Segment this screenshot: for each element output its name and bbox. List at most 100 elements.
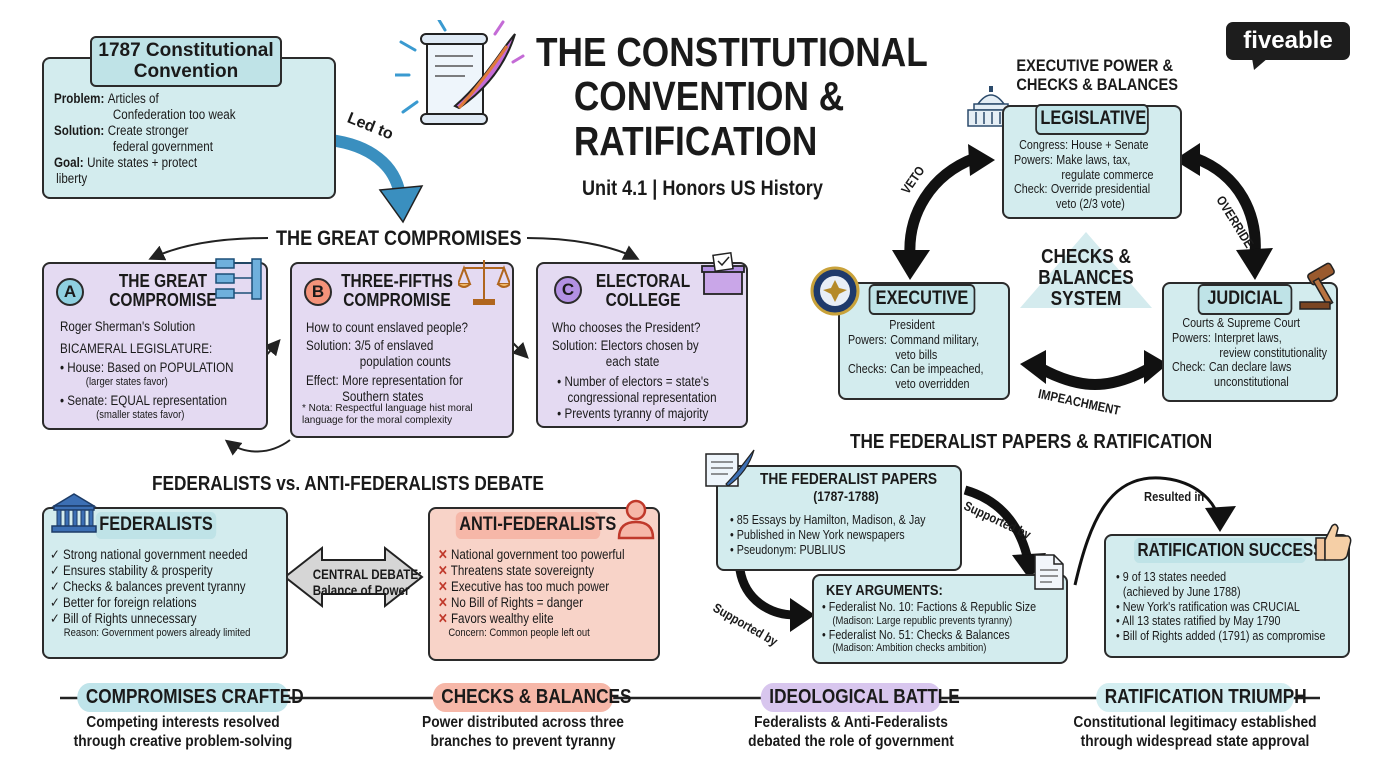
check-icon: ✓ bbox=[50, 547, 60, 562]
federalist-item-3: Checks & balances prevent tyranny bbox=[62, 578, 246, 594]
legislative-box: Congress: House + Senate Powers:Make law… bbox=[1002, 105, 1182, 219]
scroll-quill-icon bbox=[395, 20, 525, 125]
badge-b: B bbox=[304, 278, 332, 306]
badge-c: C bbox=[554, 276, 582, 304]
badge-a: A bbox=[56, 278, 84, 306]
anti-federalists-title: ANTI-FEDERALISTS bbox=[455, 512, 616, 539]
great-compromise-title-2: COMPROMISE bbox=[109, 290, 217, 311]
goal-label: Goal: bbox=[54, 154, 84, 170]
bicameral-label: BICAMERAL LEGISLATURE: bbox=[60, 340, 213, 356]
legislative-powers-2: regulate commerce bbox=[1061, 167, 1154, 182]
three-fifths-body: How to count enslaved people? Solution:3… bbox=[306, 320, 494, 405]
judicial-powers-1: Interpret laws, bbox=[1214, 330, 1282, 345]
executive-powers-1: Command military, bbox=[890, 332, 980, 347]
checks-heading-1: EXECUTIVE POWER & bbox=[1016, 56, 1174, 75]
papers-title-block: THE FEDERALIST PAPERS (1787-1788) bbox=[746, 471, 946, 504]
federalist-note: Reason: Government powers already limite… bbox=[63, 626, 251, 639]
fiveable-logo[interactable]: fiveable bbox=[1226, 22, 1350, 60]
judicial-line-1: Courts & Supreme Court bbox=[1182, 316, 1301, 330]
electoral-college-title-2: COLLEGE bbox=[605, 290, 681, 311]
x-icon: ✕ bbox=[438, 562, 448, 578]
house-note: (larger states favor) bbox=[85, 375, 168, 388]
three-fifths-solution-label: Solution: bbox=[306, 337, 352, 353]
goal-line-2: liberty bbox=[56, 170, 88, 186]
three-fifths-solution-1: 3/5 of enslaved bbox=[354, 337, 434, 353]
three-fifths-title-1: THREE-FIFTHS bbox=[341, 271, 453, 291]
timeline-desc-1-line-1: Competing interests resolved bbox=[86, 714, 280, 731]
timeline-desc-3: Federalists & Anti-Federalists debated t… bbox=[698, 714, 1004, 752]
ratification-item-4: • Bill of Rights added (1791) as comprom… bbox=[1116, 629, 1326, 643]
anti-federalists-list: ✕ National government too powerful ✕ Thr… bbox=[438, 547, 655, 640]
timeline-desc-2-line-1: Power distributed across three bbox=[422, 714, 624, 731]
solution-label: Solution: bbox=[54, 122, 105, 138]
check-icon: ✓ bbox=[50, 578, 60, 594]
x-icon: ✕ bbox=[438, 578, 448, 594]
executive-body: President Powers:Command military,veto b… bbox=[848, 318, 1006, 392]
legislative-powers-label: Powers: bbox=[1014, 152, 1053, 167]
executive-powers-2: veto bills bbox=[895, 347, 938, 362]
argument-1: • Federalist No. 10: Factions & Republic… bbox=[822, 600, 1037, 614]
three-fifths-question: How to count enslaved people? bbox=[306, 320, 469, 335]
sherman-solution: Roger Sherman's Solution bbox=[60, 319, 196, 334]
three-fifths-effect-label: Effect: bbox=[306, 372, 339, 388]
center-line-1: CHECKS & bbox=[1041, 246, 1131, 268]
timeline-desc-3-line-1: Federalists & Anti-Federalists bbox=[754, 714, 948, 731]
executive-check-2: veto overridden bbox=[895, 377, 970, 391]
three-fifths-effect-1: More representation for bbox=[342, 372, 463, 388]
org-chart-icon bbox=[215, 258, 262, 300]
electors-note: congressional representation bbox=[567, 389, 717, 405]
judicial-box: Courts & Supreme Court Powers:Interpret … bbox=[1162, 282, 1338, 402]
papers-quill-icon bbox=[705, 449, 755, 487]
anti-item-2: Threatens state sovereignty bbox=[450, 562, 595, 578]
executive-line-1: President bbox=[889, 318, 935, 332]
main-title: THE CONSTITUTIONAL CONVENTION & RATIFICA… bbox=[536, 30, 936, 163]
check-icon: ✓ bbox=[50, 562, 60, 578]
gavel-icon bbox=[1299, 262, 1335, 310]
checks-center-label: CHECKS & BALANCES SYSTEM bbox=[1030, 247, 1142, 310]
electoral-solution-label: Solution: bbox=[552, 337, 598, 353]
check-icon: ✓ bbox=[50, 594, 60, 610]
problem-label: Problem: bbox=[54, 91, 105, 106]
federalist-item-5: Bill of Rights unnecessary bbox=[62, 610, 197, 626]
central-debate-arrow bbox=[283, 545, 424, 609]
override-arrow bbox=[1192, 152, 1261, 256]
impeachment-arrow bbox=[1037, 363, 1153, 390]
electoral-solution-2: each state bbox=[605, 353, 660, 369]
checks-heading: EXECUTIVE POWER & CHECKS & BALANCES bbox=[1004, 56, 1180, 94]
timeline-desc-1-line-2: through creative problem-solving bbox=[73, 732, 293, 750]
federalist-item-2: Ensures stability & prosperity bbox=[62, 562, 213, 578]
timeline-desc-3-line-2: debated the role of government bbox=[748, 732, 954, 750]
timeline-desc-4: Constitutional legitimacy established th… bbox=[1040, 714, 1350, 752]
x-icon: ✕ bbox=[438, 547, 448, 562]
timeline-desc-4-line-2: through widespread state approval bbox=[1080, 732, 1310, 750]
compromise-arrow-right bbox=[526, 237, 640, 260]
title-line-2: CONVENTION & bbox=[573, 73, 845, 120]
legislative-line-1: Congress: House + Senate bbox=[1019, 138, 1149, 152]
center-line-3: SYSTEM bbox=[1050, 288, 1122, 310]
judicial-body: Courts & Supreme Court Powers:Interpret … bbox=[1172, 316, 1352, 390]
compromise-arrow-left bbox=[148, 237, 269, 261]
executive-check-1: Can be impeached, bbox=[890, 362, 984, 377]
solution-line-1: Create stronger bbox=[107, 122, 189, 138]
fiveable-logo-text: fiveable bbox=[1243, 27, 1333, 54]
great-compromise-title-1: THE GREAT bbox=[118, 271, 208, 291]
x-icon: ✕ bbox=[438, 610, 448, 626]
timeline-pill-1: COMPROMISES CRAFTED bbox=[77, 683, 304, 712]
executive-powers-label: Powers: bbox=[848, 332, 887, 347]
federalist-item-1: Strong national government needed bbox=[62, 547, 248, 562]
resulted-in-label: Resulted in bbox=[1144, 489, 1205, 504]
ratification-item-3: • All 13 states ratified by May 1790 bbox=[1116, 614, 1281, 629]
legislative-check-label: Check: bbox=[1014, 182, 1048, 197]
great-compromise-body: Roger Sherman's Solution BICAMERAL LEGIS… bbox=[60, 319, 262, 422]
judicial-powers-label: Powers: bbox=[1172, 330, 1211, 345]
timeline-desc-2: Power distributed across three branches … bbox=[370, 714, 676, 752]
federalist-item-4: Better for foreign relations bbox=[62, 594, 197, 610]
debate-heading: FEDERALISTS vs. ANTI-FEDERALISTS DEBATE bbox=[152, 473, 544, 495]
ratification-list: • 9 of 13 states needed (achieved by Jun… bbox=[1116, 570, 1359, 644]
solution-line-2: federal government bbox=[112, 138, 213, 154]
three-fifths-effect-2: Southern states bbox=[342, 388, 424, 404]
three-fifths-note: * Nota: Respectful language hist moral l… bbox=[302, 403, 473, 426]
electoral-college-body: Who chooses the President? Solution:Elec… bbox=[552, 320, 743, 422]
